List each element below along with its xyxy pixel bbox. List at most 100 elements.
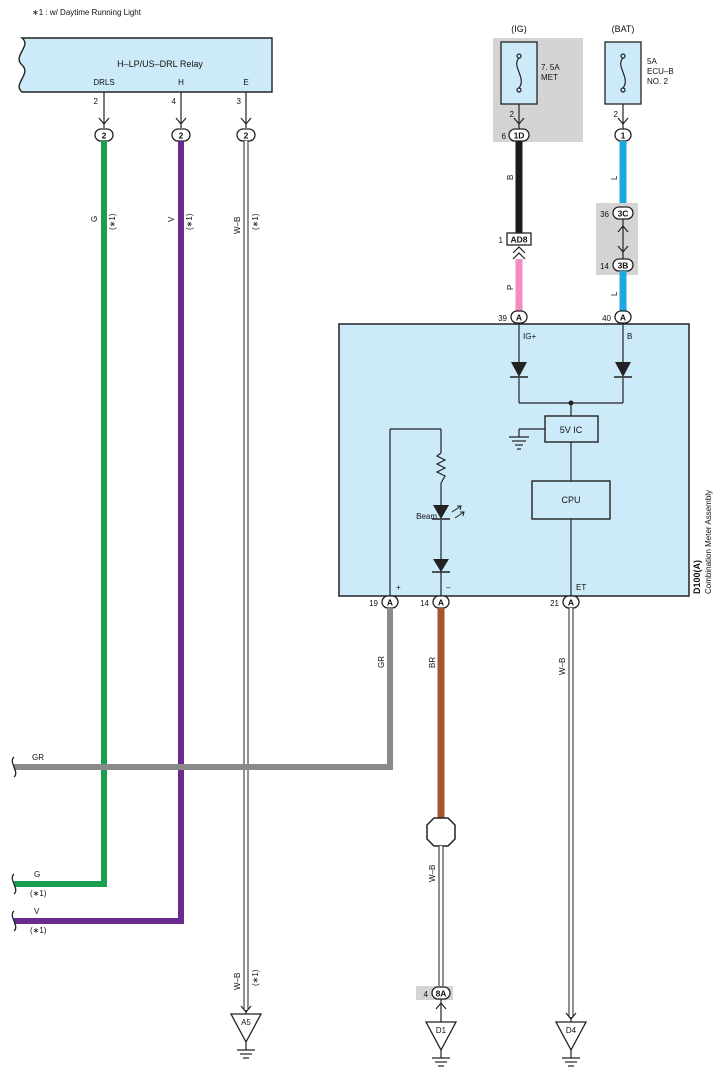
left-break-v-icon bbox=[11, 910, 17, 932]
wire-g bbox=[14, 141, 107, 887]
beam-led-icon bbox=[433, 505, 449, 519]
fuse-ig-source: (IG) bbox=[511, 24, 527, 34]
meter-minus-label: – bbox=[446, 583, 451, 592]
svg-text:3C: 3C bbox=[618, 209, 629, 219]
connector-ad8-chevron-icon bbox=[512, 246, 526, 260]
left-ref-g-note: (∗1) bbox=[30, 889, 47, 898]
junction-dot bbox=[568, 400, 574, 406]
left-ref-gr: GR bbox=[32, 753, 44, 762]
meter-connector-19: A bbox=[381, 595, 399, 609]
left-ref-v-note: (∗1) bbox=[30, 926, 47, 935]
relay-title: H–LP/US–DRL Relay bbox=[117, 59, 203, 69]
connector-ad8-label: AD8 bbox=[510, 235, 527, 245]
svg-text:A5: A5 bbox=[241, 1018, 251, 1027]
relay-pin-drls-num: 2 bbox=[94, 97, 99, 106]
wire-l-lower-label: L bbox=[610, 291, 619, 296]
splice-point-icon bbox=[426, 817, 456, 847]
connector-bat-1: 1 bbox=[614, 128, 632, 142]
meter-pin-39: 39 bbox=[498, 314, 507, 323]
ground-a5-chevron-icon bbox=[240, 1005, 252, 1013]
connector-3b-pin: 14 bbox=[600, 262, 609, 271]
connector-3c-pin: 36 bbox=[600, 210, 609, 219]
fuse-bat-name: ECU–B bbox=[647, 67, 674, 76]
relay-pin-drls-label: DRLS bbox=[93, 78, 114, 87]
wire-wb-et-label: W–B bbox=[558, 658, 567, 675]
connector-1d: 1D bbox=[508, 128, 530, 142]
cpu-label: CPU bbox=[561, 495, 580, 505]
svg-text:3B: 3B bbox=[618, 261, 629, 271]
wire-b-label: B bbox=[506, 175, 515, 180]
diode-ig-icon bbox=[511, 362, 527, 377]
wire-v bbox=[14, 141, 184, 924]
wire-g-note: (∗1) bbox=[108, 213, 117, 230]
ic-5v-label: 5V IC bbox=[560, 425, 583, 435]
wire-l-upper-label: L bbox=[610, 175, 619, 180]
svg-text:8A: 8A bbox=[436, 989, 447, 999]
svg-text:A: A bbox=[438, 598, 444, 608]
meter-name: Combination Meter Assembly bbox=[704, 490, 713, 594]
svg-text:A: A bbox=[568, 598, 574, 608]
meter-connector-14: A bbox=[432, 595, 450, 609]
svg-text:2: 2 bbox=[179, 131, 184, 141]
meter-et-label: ET bbox=[576, 583, 586, 592]
wire-br-label: BR bbox=[428, 657, 437, 668]
connector-3c: 3C bbox=[612, 206, 634, 220]
svg-text:2: 2 bbox=[102, 131, 107, 141]
left-ref-g: G bbox=[34, 870, 40, 879]
meter-internal-wiring bbox=[389, 324, 624, 596]
relay-pin-e-label: E bbox=[243, 78, 248, 87]
ic-5v bbox=[544, 415, 599, 443]
meter-pin-40: 40 bbox=[602, 314, 611, 323]
relay-connector-drls: 2 bbox=[94, 128, 114, 142]
connector-8a-pin: 4 bbox=[424, 990, 429, 999]
wire-gr-label: GR bbox=[377, 656, 386, 668]
cpu-box bbox=[531, 480, 611, 520]
svg-text:A: A bbox=[387, 598, 393, 608]
ground-d1: D1 bbox=[424, 1021, 458, 1067]
meter-connector-39: A bbox=[510, 310, 528, 324]
svg-text:A: A bbox=[620, 313, 626, 323]
meter-pin-19: 19 bbox=[369, 599, 378, 608]
wire-g-label: G bbox=[90, 216, 99, 222]
fuse-ig-symbol-icon bbox=[516, 53, 522, 93]
relay-pin-h-label: H bbox=[178, 78, 184, 87]
diode-lower-icon bbox=[433, 559, 449, 572]
meter-internal-ground-icon bbox=[509, 436, 529, 450]
connector-8a-chevron-icon bbox=[435, 1002, 447, 1010]
meter-pin-14: 14 bbox=[420, 599, 429, 608]
fuse-bat-name2: NO. 2 bbox=[647, 77, 668, 86]
relay-pin-h-num: 4 bbox=[172, 97, 177, 106]
wire-v-label: V bbox=[167, 216, 176, 222]
left-ref-v: V bbox=[34, 907, 40, 916]
svg-text:A: A bbox=[516, 313, 522, 323]
fuse-bat-rating: 5A bbox=[647, 57, 657, 66]
svg-text:D4: D4 bbox=[566, 1026, 577, 1035]
light-rays-icon bbox=[451, 505, 465, 519]
connector-8a: 8A bbox=[431, 986, 451, 1000]
connector-3b: 3B bbox=[612, 258, 634, 272]
fuse-ig-rating: 7. 5A bbox=[541, 63, 560, 72]
wire-wb-splice-label: W–B bbox=[428, 865, 437, 882]
relay-box bbox=[18, 37, 273, 93]
relay-pin-e-num: 3 bbox=[237, 97, 242, 106]
svg-text:1D: 1D bbox=[514, 131, 525, 141]
fuse-ig-pin-bottom: 6 bbox=[502, 132, 507, 141]
fuse-ig-pin-top: 2 bbox=[510, 110, 515, 119]
wire-wb-relay-note-lower: (∗1) bbox=[251, 969, 260, 986]
wire-wb-relay-note: (∗1) bbox=[251, 213, 260, 230]
connector-ad8-pin: 1 bbox=[499, 236, 504, 245]
junction-arrows-icon bbox=[617, 225, 629, 253]
meter-ig-label: IG+ bbox=[523, 332, 536, 341]
fuse-bat-pin-top: 2 bbox=[614, 110, 619, 119]
wire-gr bbox=[14, 608, 393, 770]
meter-pin-21: 21 bbox=[550, 599, 559, 608]
fuse-ig-name: MET bbox=[541, 73, 558, 82]
wire-p-label: P bbox=[506, 285, 515, 290]
svg-text:2: 2 bbox=[244, 131, 249, 141]
fuse-bat-source: (BAT) bbox=[612, 24, 635, 34]
ground-d4: D4 bbox=[554, 1021, 588, 1067]
wire-wb-relay-label: W–B bbox=[233, 217, 242, 234]
meter-id: D100(A) bbox=[692, 560, 702, 594]
beam-label: Beam bbox=[416, 512, 437, 521]
svg-text:1: 1 bbox=[621, 131, 626, 141]
